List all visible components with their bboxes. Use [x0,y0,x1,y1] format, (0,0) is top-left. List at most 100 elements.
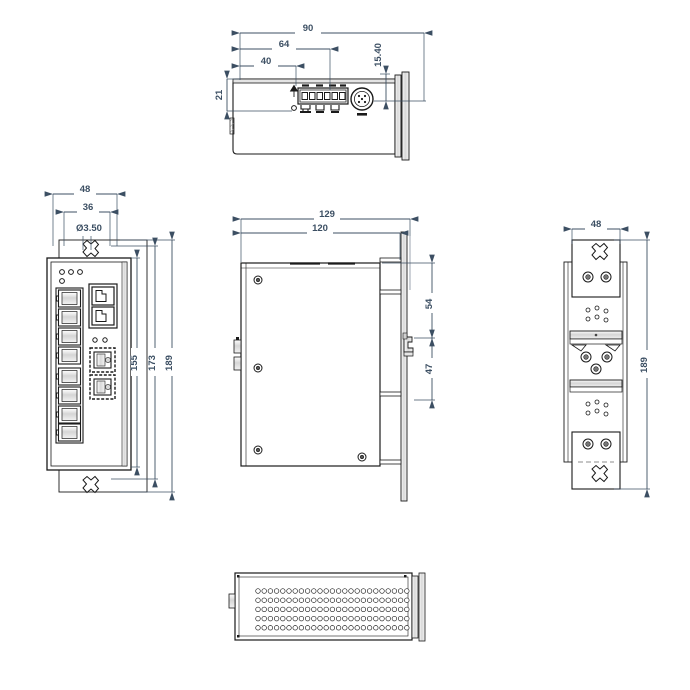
vent-hole [373,625,379,631]
vent-hole [379,597,385,603]
list-item [56,346,82,365]
vent-hole [273,625,280,631]
vent-hole [379,588,385,594]
list-item [56,327,82,346]
view-side: 129 120 54 47 [232,208,438,502]
vent-hole [385,615,391,622]
dim-top-1540: 15.40 [373,43,426,110]
vent-hole [267,588,274,594]
vent-hole [335,597,342,603]
vent-hole [360,597,367,603]
vent-hole [280,625,286,631]
vent-hole [317,588,323,594]
vent-holes-upper [585,305,609,323]
vent-hole [397,606,404,613]
vent-hole [280,597,286,603]
vent-hole [267,615,274,622]
vent-hole [335,625,342,631]
vent-hole [391,588,398,594]
vent-hole [397,588,404,594]
vent-hole [311,588,317,594]
side-port-stubs [233,337,242,371]
vent-hole [286,606,292,613]
dim-rear-189: 189 [614,231,653,498]
dim-front-155: 155 [129,249,143,476]
vent-hole [311,615,317,622]
vent-hole [292,606,298,613]
vent-hole [360,625,367,631]
rj45-ports-left [55,287,84,444]
vent-hole [342,615,348,622]
vent-hole [329,606,336,613]
vent-hole [311,606,317,613]
vent-hole [255,615,261,622]
list-item [91,306,115,326]
rear-bracket-bottom [571,431,621,490]
list-item [590,363,602,375]
vent-hole [304,625,311,631]
dim-top-21: 21 [214,70,292,120]
dim-value-rear-48: 48 [591,219,602,230]
vent-hole [373,615,379,622]
vent-hole [342,606,348,613]
vent-hole [354,625,360,631]
vent-hole [280,606,286,613]
vent-hole [292,625,298,631]
vent-hole [397,615,404,622]
list-item [56,423,82,442]
vent-hole [391,615,398,622]
vent-hole [397,625,404,631]
vent-hole [273,588,280,594]
reset-pinhole [289,84,299,111]
vent-hole [348,625,354,631]
vent-hole [335,606,342,613]
view-rear: 48 189 [563,218,653,498]
vent-hole [255,597,261,603]
vent-hole [391,606,398,613]
vent-hole [329,625,336,631]
terminal-block [297,84,349,113]
vent-hole [298,606,305,613]
list-item [56,289,82,308]
dim-value-front-155: 155 [129,354,140,371]
vent-hole [329,597,336,603]
vent-hole [404,615,410,622]
vent-hole [385,625,391,631]
vent-hole [304,588,311,594]
rj45-ports-right [88,283,118,329]
vent-holes-lower [585,399,609,417]
circular-connector [350,87,374,116]
dim-top-90: 90 [231,22,433,101]
dim-front-48: 48 [44,183,126,246]
vent-hole [385,588,391,594]
vent-hole [255,625,261,631]
list-item [89,374,116,400]
vent-hole [286,615,292,622]
vent-hole [298,625,305,631]
dim-value-front-173: 173 [147,355,158,371]
vent-hole [292,597,298,603]
dim-front-173: 173 [111,237,161,488]
vent-hole [273,615,280,622]
vent-hole [317,615,323,622]
vent-hole [391,597,398,603]
list-item [56,405,82,424]
side-chassis [233,262,381,467]
dim-value-front-36: 36 [83,202,94,213]
dim-value-side-54: 54 [424,298,435,309]
vent-hole [286,625,292,631]
vent-hole [304,597,311,603]
dim-front-189: 189 [120,231,178,501]
vent-hole [286,597,292,603]
list-item [56,308,82,327]
vent-hole [323,588,329,594]
list-item [582,271,594,283]
vent-hole [255,606,261,613]
vent-hole [366,615,373,622]
list-item [56,367,82,386]
dim-value-top-1540: 15.40 [373,43,384,67]
dim-side-47: 47 [414,329,438,409]
vent-hole [273,606,280,613]
list-item [600,271,612,283]
